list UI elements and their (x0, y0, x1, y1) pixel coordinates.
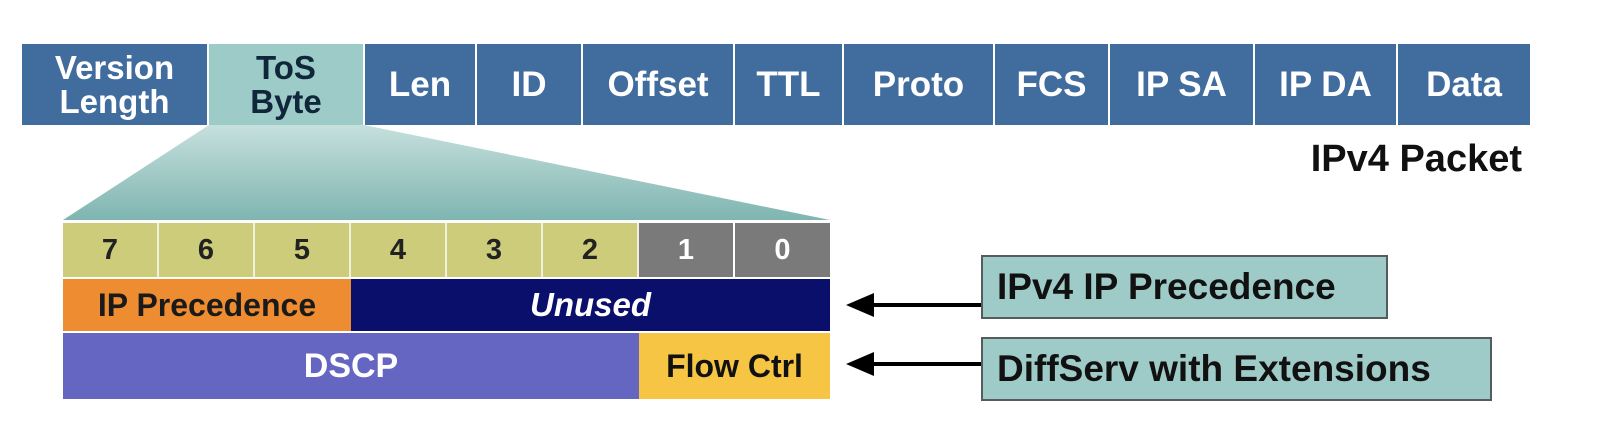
packet-caption: IPv4 Packet (1310, 138, 1522, 180)
flow-ctrl-band: Flow Ctrl (639, 333, 830, 399)
packet-field-fcs: FCS (995, 44, 1110, 125)
bit-1: 1 (639, 223, 735, 277)
packet-field-ip-da: IP DA (1255, 44, 1398, 125)
ip-precedence-band: IP Precedence (63, 279, 351, 331)
packet-field-version-length: Version Length (22, 44, 209, 125)
packet-field-ttl: TTL (735, 44, 844, 125)
dscp-band: DSCP (63, 333, 639, 399)
bit-5: 5 (255, 223, 351, 277)
packet-field-proto: Proto (844, 44, 995, 125)
bit-3: 3 (447, 223, 543, 277)
packet-field-offset: Offset (583, 44, 735, 125)
bit-4: 4 (351, 223, 447, 277)
packet-field-len: Len (365, 44, 477, 125)
packet-field-tos-byte: ToS Byte (209, 44, 365, 125)
packet-field-data: Data (1398, 44, 1530, 125)
bit-0: 0 (735, 223, 830, 277)
ipv4-ip-precedence-label: IPv4 IP Precedence (981, 255, 1388, 319)
unused-band: Unused (351, 279, 830, 331)
bit-2: 2 (543, 223, 639, 277)
expansion-polygon (63, 125, 830, 220)
packet-field-id: ID (477, 44, 583, 125)
packet-field-ip-sa: IP SA (1110, 44, 1255, 125)
bit-6: 6 (159, 223, 255, 277)
bit-7: 7 (63, 223, 159, 277)
ipv4-packet-header: Version Length ToS Byte Len ID Offset TT… (22, 44, 1530, 125)
arrow-diffserv (846, 352, 981, 376)
arrow-precedence (846, 293, 981, 317)
diffserv-extensions-label: DiffServ with Extensions (981, 337, 1492, 401)
